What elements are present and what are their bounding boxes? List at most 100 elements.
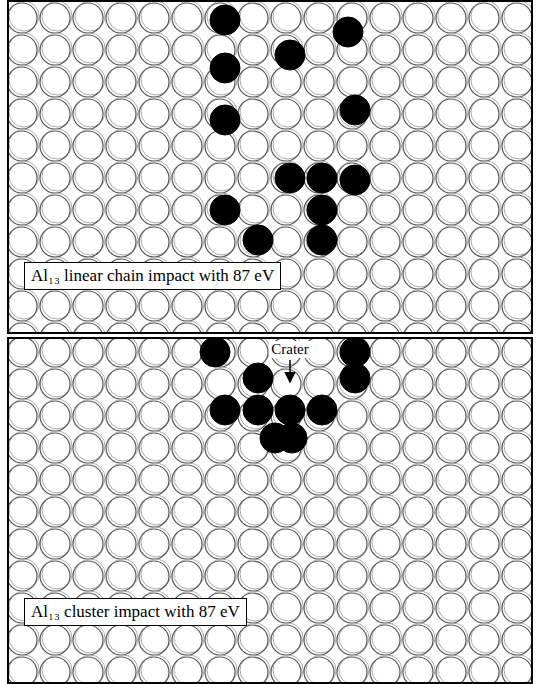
atom <box>436 67 466 97</box>
atom <box>370 35 400 65</box>
atom <box>172 323 202 333</box>
atom <box>106 67 136 97</box>
atom <box>436 99 466 129</box>
atom <box>271 497 301 527</box>
atom <box>403 497 433 527</box>
atom <box>271 593 301 623</box>
atom <box>337 291 367 321</box>
atom <box>8 625 37 655</box>
atom <box>40 35 70 65</box>
atom <box>106 497 136 527</box>
atom <box>205 131 235 161</box>
atom <box>139 497 169 527</box>
atom <box>271 195 301 225</box>
atom <box>271 291 301 321</box>
atom <box>403 259 433 289</box>
atom <box>200 338 230 367</box>
atom <box>370 401 400 431</box>
atom <box>40 369 70 399</box>
atom <box>337 259 367 289</box>
atom <box>403 323 433 333</box>
atom <box>403 593 433 623</box>
atom <box>304 561 334 591</box>
atom <box>337 323 367 333</box>
atom <box>139 291 169 321</box>
atom <box>436 369 466 399</box>
atom <box>307 195 337 225</box>
panel-frame <box>8 1 532 333</box>
atom <box>8 291 37 321</box>
atom <box>469 625 499 655</box>
atom <box>370 131 400 161</box>
atom <box>337 593 367 623</box>
atom <box>469 401 499 431</box>
atom <box>40 625 70 655</box>
atom <box>370 338 400 367</box>
atom <box>469 593 499 623</box>
atom <box>205 433 235 463</box>
atom <box>73 323 103 333</box>
atom <box>469 369 499 399</box>
panel-frame <box>8 338 532 683</box>
atom <box>403 465 433 495</box>
atom <box>40 163 70 193</box>
atom <box>8 369 37 399</box>
atom <box>304 593 334 623</box>
atom <box>8 35 37 65</box>
atom <box>340 95 370 125</box>
atom <box>238 497 268 527</box>
atom <box>205 291 235 321</box>
atom <box>172 465 202 495</box>
atom <box>502 3 532 33</box>
atom <box>139 131 169 161</box>
atom <box>271 369 301 399</box>
atom <box>337 625 367 655</box>
atom <box>8 529 37 559</box>
atom <box>469 465 499 495</box>
atom <box>139 195 169 225</box>
atom <box>436 593 466 623</box>
atom <box>469 497 499 527</box>
atom <box>106 3 136 33</box>
atom <box>370 625 400 655</box>
atom <box>238 338 268 367</box>
atom <box>337 195 367 225</box>
atom <box>337 561 367 591</box>
atom <box>337 433 367 463</box>
atom <box>205 561 235 591</box>
atom <box>106 625 136 655</box>
atom <box>73 163 103 193</box>
atom <box>370 433 400 463</box>
atom <box>8 131 37 161</box>
atom <box>8 465 37 495</box>
atom <box>502 35 532 65</box>
atom <box>502 529 532 559</box>
atom <box>40 561 70 591</box>
atom <box>139 465 169 495</box>
atom <box>304 291 334 321</box>
atom <box>271 625 301 655</box>
atom <box>271 465 301 495</box>
atom <box>436 35 466 65</box>
atom <box>106 131 136 161</box>
atom <box>40 323 70 333</box>
atom <box>106 561 136 591</box>
atom <box>106 529 136 559</box>
atom <box>340 363 370 393</box>
crater-label: Crater <box>269 341 310 358</box>
atom <box>106 195 136 225</box>
atom <box>172 433 202 463</box>
atom <box>73 338 103 367</box>
atom <box>403 291 433 321</box>
atom <box>139 227 169 257</box>
atom <box>436 323 466 333</box>
atom <box>139 323 169 333</box>
atom <box>271 3 301 33</box>
atom <box>370 163 400 193</box>
atom <box>73 227 103 257</box>
atom <box>403 163 433 193</box>
atom <box>469 195 499 225</box>
atom <box>172 35 202 65</box>
atom <box>469 227 499 257</box>
atom <box>139 163 169 193</box>
